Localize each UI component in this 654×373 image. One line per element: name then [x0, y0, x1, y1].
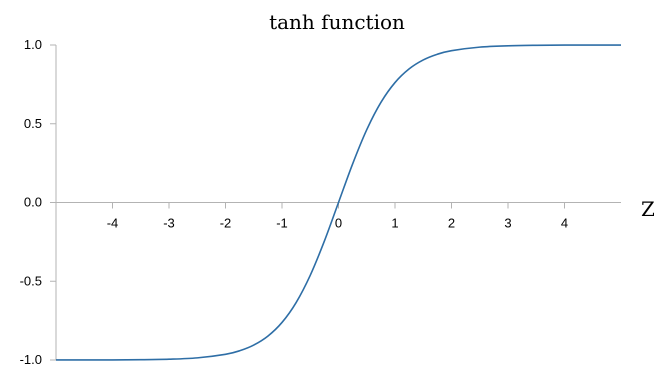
y-axis: -1.0 -0.5 0.0 0.5 1.0 — [20, 37, 57, 367]
y-tick-label: -1.0 — [20, 352, 42, 367]
x-tick-label: 1 — [391, 216, 398, 231]
x-tick-label: 0 — [335, 216, 342, 231]
x-tick-label: 3 — [504, 216, 511, 231]
x-tick-label: 4 — [561, 216, 568, 231]
y-tick-label: -0.5 — [20, 273, 42, 288]
tanh-curve — [55, 44, 622, 361]
y-tick-label: 0.0 — [24, 195, 42, 210]
x-axis-label: Z — [641, 197, 654, 221]
x-tick-label: -4 — [107, 216, 119, 231]
x-tick-label: -1 — [276, 216, 288, 231]
y-tick-label: 0.5 — [24, 116, 42, 131]
chart-title: tanh function — [269, 10, 405, 34]
x-axis: -4 -3 -2 -1 0 1 2 3 4 — [56, 202, 621, 231]
x-tick-label: 2 — [448, 216, 455, 231]
y-tick-label: 1.0 — [24, 37, 42, 52]
x-tick-label: -3 — [163, 216, 175, 231]
x-tick-label: -2 — [220, 216, 232, 231]
